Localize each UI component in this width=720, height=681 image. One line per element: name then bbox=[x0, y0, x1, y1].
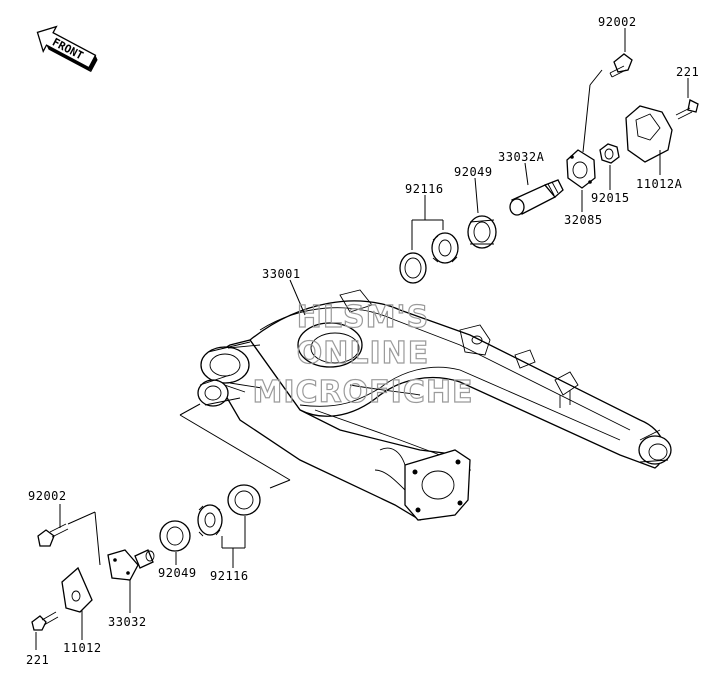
cap-11012 bbox=[61, 566, 93, 613]
bolt-221-top bbox=[675, 99, 699, 120]
label-221-top: 221 bbox=[676, 65, 699, 79]
label-33001: 33001 bbox=[262, 267, 301, 281]
front-arrow-icon: FRONT bbox=[36, 25, 98, 73]
leader-lines bbox=[35, 28, 689, 650]
label-92002-bottom: 92002 bbox=[28, 489, 67, 503]
seal-92049-top bbox=[467, 215, 497, 249]
shaft-33032A bbox=[509, 179, 564, 216]
bolt-92002-bottom bbox=[37, 523, 69, 547]
label-92002-top: 92002 bbox=[598, 15, 637, 29]
label-92049-top: 92049 bbox=[454, 165, 493, 179]
bolt-221-bottom bbox=[31, 611, 59, 631]
nut-92015 bbox=[599, 143, 620, 164]
watermark: HLSM'S ONLINE MICROFICHE bbox=[252, 299, 474, 410]
callout-labels: 92002 221 33032A 92049 92116 32085 92015… bbox=[26, 15, 699, 667]
bolt-92002-top bbox=[609, 53, 633, 78]
label-33032: 33032 bbox=[108, 615, 147, 629]
seal-92049-bottom bbox=[159, 520, 191, 552]
label-11012A: 11012A bbox=[636, 177, 683, 191]
bearing-92116-bottom bbox=[197, 484, 261, 537]
label-92049-bottom: 92049 bbox=[158, 566, 197, 580]
watermark-line-3: MICROFICHE bbox=[253, 375, 474, 410]
label-92116-bottom: 92116 bbox=[210, 569, 249, 583]
label-11012: 11012 bbox=[63, 641, 102, 655]
flange-32085 bbox=[566, 149, 596, 189]
cap-11012A bbox=[625, 105, 673, 163]
label-32085: 32085 bbox=[564, 213, 603, 227]
shaft-33032 bbox=[107, 549, 155, 581]
watermark-line-1: HLSM'S bbox=[297, 300, 429, 335]
label-221-bottom: 221 bbox=[26, 653, 49, 667]
label-92015: 92015 bbox=[591, 191, 630, 205]
swingarm-body bbox=[197, 289, 672, 521]
watermark-line-2: ONLINE bbox=[297, 336, 430, 371]
bearing-92116-top bbox=[399, 232, 459, 284]
label-92116-top: 92116 bbox=[405, 182, 444, 196]
label-33032A: 33032A bbox=[498, 150, 545, 164]
